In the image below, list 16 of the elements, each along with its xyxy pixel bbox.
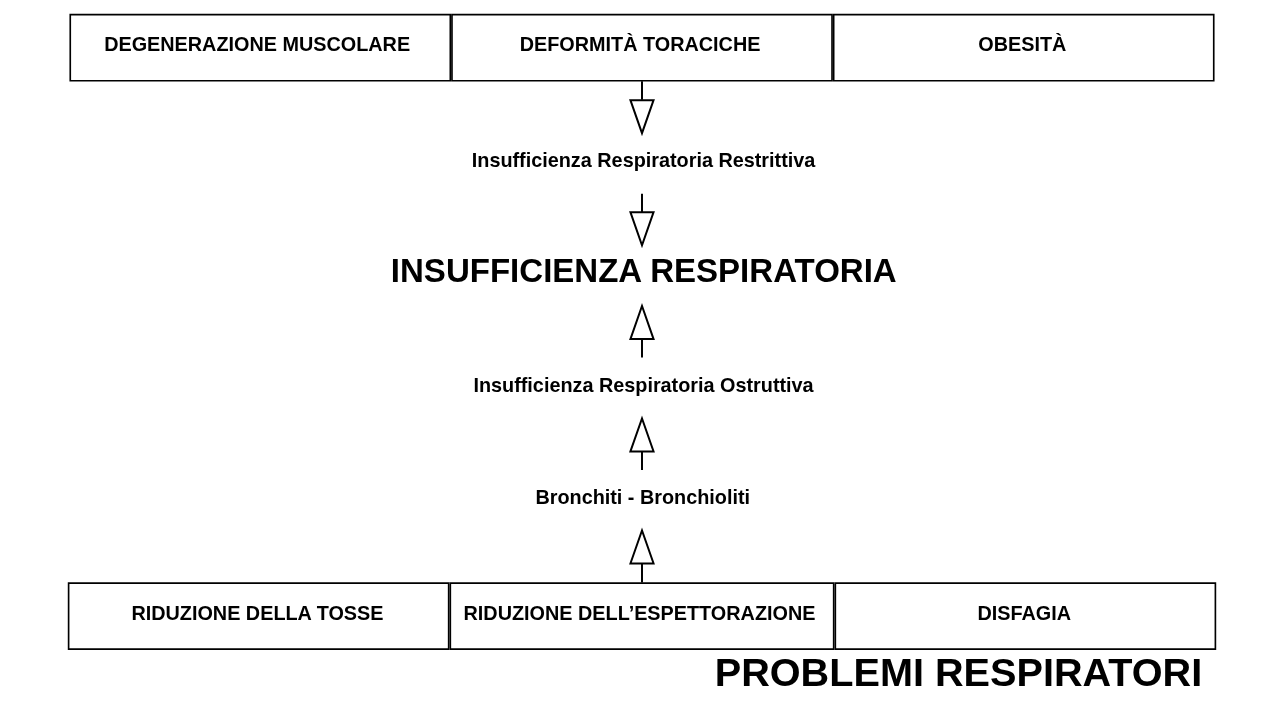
arrow (628, 192, 655, 249)
arrow (628, 80, 655, 137)
node-box: DISFAGIA (834, 582, 1216, 650)
arrow (628, 527, 655, 584)
node-text: INSUFFICIENZA RESPIRATORIA (390, 252, 897, 290)
node-text: Bronchiti - Bronchioliti (534, 485, 750, 508)
arrow (628, 415, 655, 471)
node-box: DEFORMITÀ TORACICHE (450, 13, 833, 82)
node-box: DEGENERAZIONE MUSCOLARE (68, 13, 451, 82)
node-box: OBESITÀ (832, 13, 1215, 82)
arrow (628, 303, 655, 359)
node-box: RIDUZIONE DELLA TOSSE (67, 582, 449, 650)
node-text: Insufficienza Respiratoria Ostruttiva (472, 373, 814, 396)
node-box: RIDUZIONE DELL’ESPETTORAZIONE (449, 582, 834, 650)
diagram-title: PROBLEMI RESPIRATORI (714, 649, 1202, 694)
node-text: Insufficienza Respiratoria Restrittiva (471, 148, 815, 171)
